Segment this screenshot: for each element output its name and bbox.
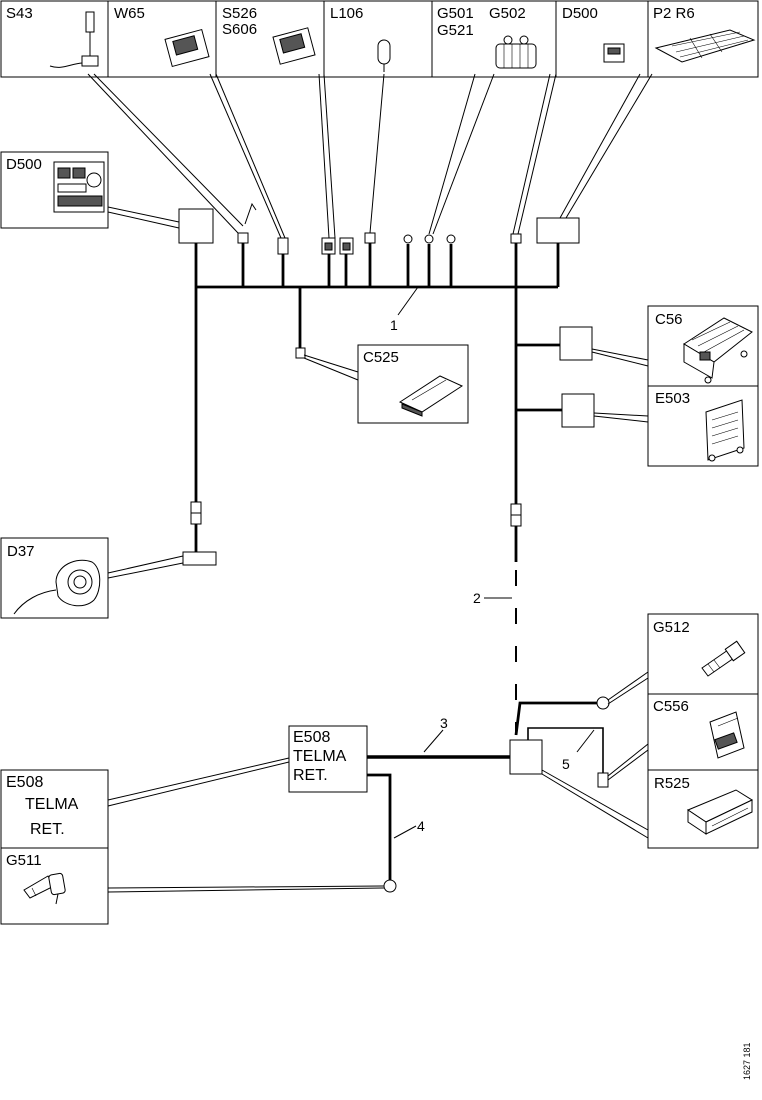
connector-l106 [364,232,376,244]
component-label: TELMA [25,796,79,813]
component-label: S526 [222,5,257,22]
ground-point-g502 [446,234,456,244]
lever-switch-icon [49,11,99,68]
connector-group-harness-1 [178,208,595,566]
component-box-d500-relay: D500 [555,0,649,78]
component-box-e508-inline: E508 TELMA RET. [288,725,368,793]
connector-w65 [277,237,289,255]
connector-c556 [597,772,609,788]
connector-lower-junction [509,739,543,775]
component-label: D37 [7,543,35,560]
connector-d500-panel [178,208,214,244]
callout-number: 5 [562,756,570,772]
ground-point-g501 [403,234,413,244]
electronic-unit-icon [705,399,745,462]
component-box-r525: R525 [541,769,759,849]
component-box-d37: D37 [0,537,184,619]
ground-point-g521 [424,234,434,244]
callout-number: 4 [417,818,425,834]
connector-c56 [559,326,593,361]
component-label: D500 [562,5,598,22]
component-label: E503 [655,390,690,407]
component-box-s526: S526 S606 [215,0,325,78]
relay-icon [603,43,625,63]
component-label: R525 [654,775,690,792]
component-box-g501-g502: G501 G521 G502 [431,0,557,78]
component-label: D500 [6,156,42,173]
resistor-module-icon [686,789,754,835]
ground-point-g511 [383,879,397,893]
component-box-d500-panel: D500 [0,151,109,229]
component-box-c56: C56 [591,305,759,387]
connector-group-lower [383,696,610,893]
callout-leader [393,825,417,839]
component-box-l106: L106 [323,0,433,78]
control-panel-icon [53,161,105,213]
ecu-connector-icon [683,317,753,384]
callout-number: 2 [473,590,481,606]
component-label: S606 [222,21,257,38]
component-label: RET. [293,767,328,784]
component-label: G502 [489,5,526,22]
fuse-box-icon [654,29,756,63]
rocker-switch-icon [164,28,210,68]
component-box-w65: W65 [107,0,217,78]
callout-leader [397,286,419,316]
connector-d500-relay [510,233,522,244]
harness-1 [194,243,562,562]
callout-leader [423,729,444,753]
callout-leader [576,729,595,753]
ground-point-g512 [596,696,610,710]
component-box-g511: G511 [0,847,385,925]
component-label: S43 [6,5,33,22]
rocker-switch-icon [272,27,316,65]
leader-lines-top [87,73,653,239]
component-label: G511 [6,852,42,869]
connector-e503 [561,393,595,428]
component-label: P2 R6 [653,5,695,22]
component-label: RET. [30,821,65,838]
connector-c525 [295,347,306,359]
component-box-s43: S43 [0,0,109,78]
component-label: C56 [655,311,683,328]
ground-block-icon [495,35,537,69]
ground-bolt-icon [701,640,746,677]
component-box-g512: G512 [607,613,759,705]
component-box-c525: C525 [303,344,469,424]
ground-bolt-icon [23,872,66,905]
component-label: TELMA [293,748,347,765]
component-label: C525 [363,349,399,366]
reference-code: 1627 181 [742,1042,752,1080]
callout-number: 3 [440,715,448,731]
harness-lower [367,701,604,884]
connector-icon [709,711,745,759]
component-label: G501 [437,5,474,22]
bulb-icon [377,39,391,72]
component-label: G521 [437,22,474,39]
component-box-c556: C556 [607,693,759,781]
connector-s43 [237,232,249,244]
control-module-icon [398,375,464,417]
component-label: C556 [653,698,689,715]
component-box-p2-r6: P2 R6 [647,0,759,78]
component-label: L106 [330,5,363,22]
component-label: W65 [114,5,145,22]
component-label: E508 [293,729,330,746]
connector-p2-r6 [536,217,580,244]
connector-d37 [182,551,217,566]
clock-spring-icon [13,559,101,615]
component-box-e508-telma: E508 TELMA RET. [0,757,290,849]
component-label: G512 [653,619,690,636]
component-label: E508 [6,774,43,791]
component-box-e503: E503 [593,385,759,467]
callout-number: 1 [390,317,398,333]
